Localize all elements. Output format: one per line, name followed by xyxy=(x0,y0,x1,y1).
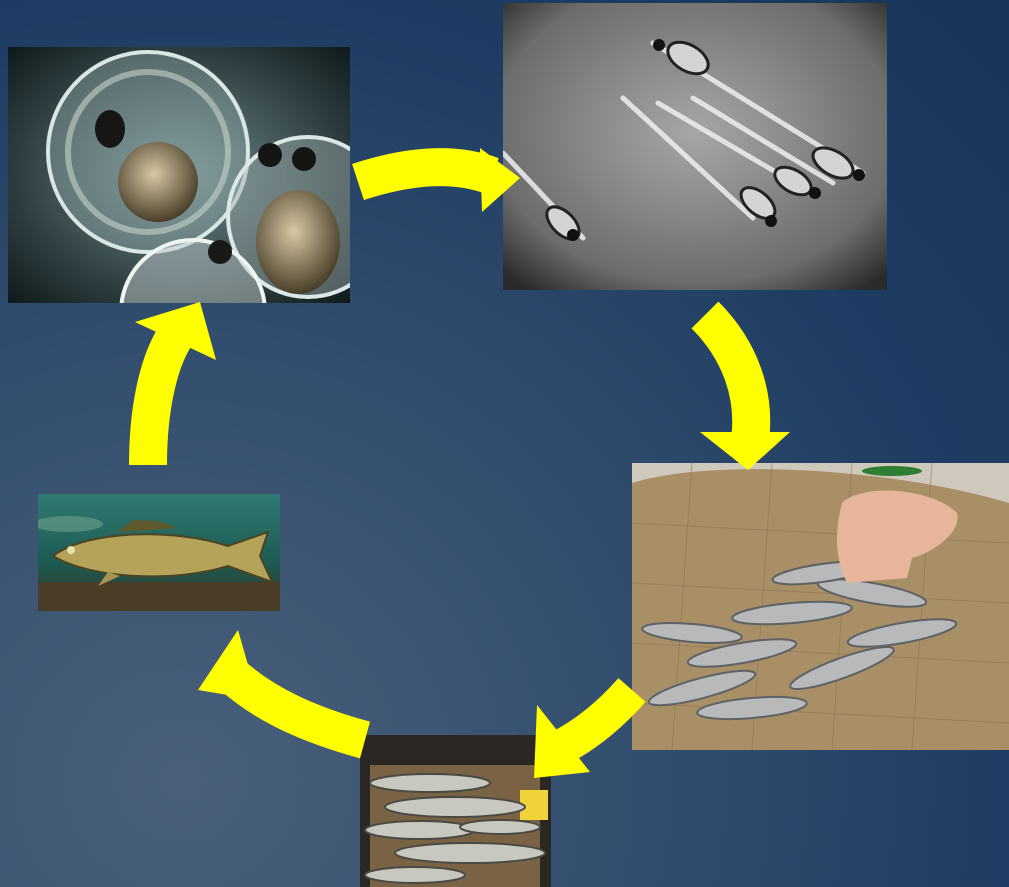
arrow-adult-to-eggs xyxy=(135,302,216,465)
arrow-juveniles-to-adult xyxy=(198,630,365,740)
arrow-larvae-to-fingerlings xyxy=(700,315,790,470)
arrow-fingerlings-to-juveniles xyxy=(534,690,632,778)
arrow-eggs-to-larvae xyxy=(358,148,520,212)
